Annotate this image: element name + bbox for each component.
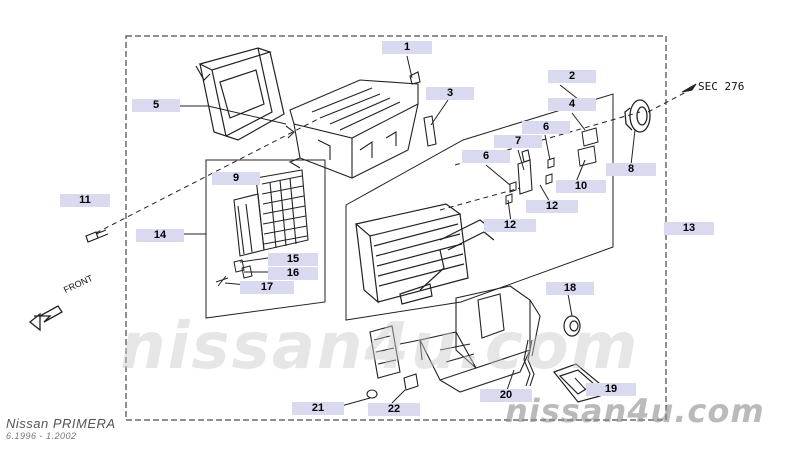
fitting-4 [581,127,599,147]
grommet-8 [624,99,651,133]
leader-lines-dashed [95,89,691,234]
o-rings [505,157,555,205]
callout-12b: 12 [484,219,536,232]
callout-10: 10 [556,180,606,193]
model-name: Nissan PRIMERA [6,416,116,431]
callout-22: 22 [368,403,420,416]
filter-clip-16 [241,265,253,279]
watermark-logo: nissan4u.com [120,310,640,384]
callout-3: 3 [426,87,474,100]
intake-housing [285,79,419,179]
screw-17 [215,275,229,287]
evaporator-core [354,203,495,305]
drain-hose [523,339,535,387]
callout-12a: 12 [526,200,578,213]
evaporator-box [345,93,614,321]
callout-7: 7 [494,135,542,148]
callout-13: 13 [664,222,714,235]
callout-9: 9 [212,172,260,185]
callout-8: 8 [606,163,656,176]
callout-6b: 6 [462,150,510,163]
callout-19: 19 [586,383,636,396]
fitting-10 [577,145,597,167]
callout-16: 16 [268,267,318,280]
callout-17: 17 [240,281,294,294]
section-reference: SEC 276 [698,80,745,93]
callout-6a: 6 [522,121,570,134]
filter-clip-15 [233,259,245,273]
production-dates: 6.1996 - 1.2002 [6,431,77,441]
air-guide-frame [195,47,285,141]
callout-2: 2 [548,70,596,83]
callout-18: 18 [546,282,594,295]
clip [409,71,421,85]
callout-14: 14 [136,229,184,242]
callout-11: 11 [60,194,110,207]
callout-4: 4 [548,98,596,111]
callout-5: 5 [132,99,180,112]
outer-frame [125,35,667,421]
side-bracket [366,325,423,399]
watermark-url: nissan4u.com [505,392,765,430]
front-arrow [28,305,63,332]
callout-20: 20 [480,389,532,402]
filter-element [233,169,309,257]
callout-21: 21 [292,402,344,415]
expansion-valve [517,149,533,195]
callout-1: 1 [382,41,432,54]
callout-15: 15 [268,253,318,266]
seal-strip [423,115,437,147]
screw-11 [85,229,109,243]
grommet-18 [563,315,581,337]
sec-arrow [681,83,697,93]
leader-lines [180,55,684,409]
filter-box [205,159,326,319]
